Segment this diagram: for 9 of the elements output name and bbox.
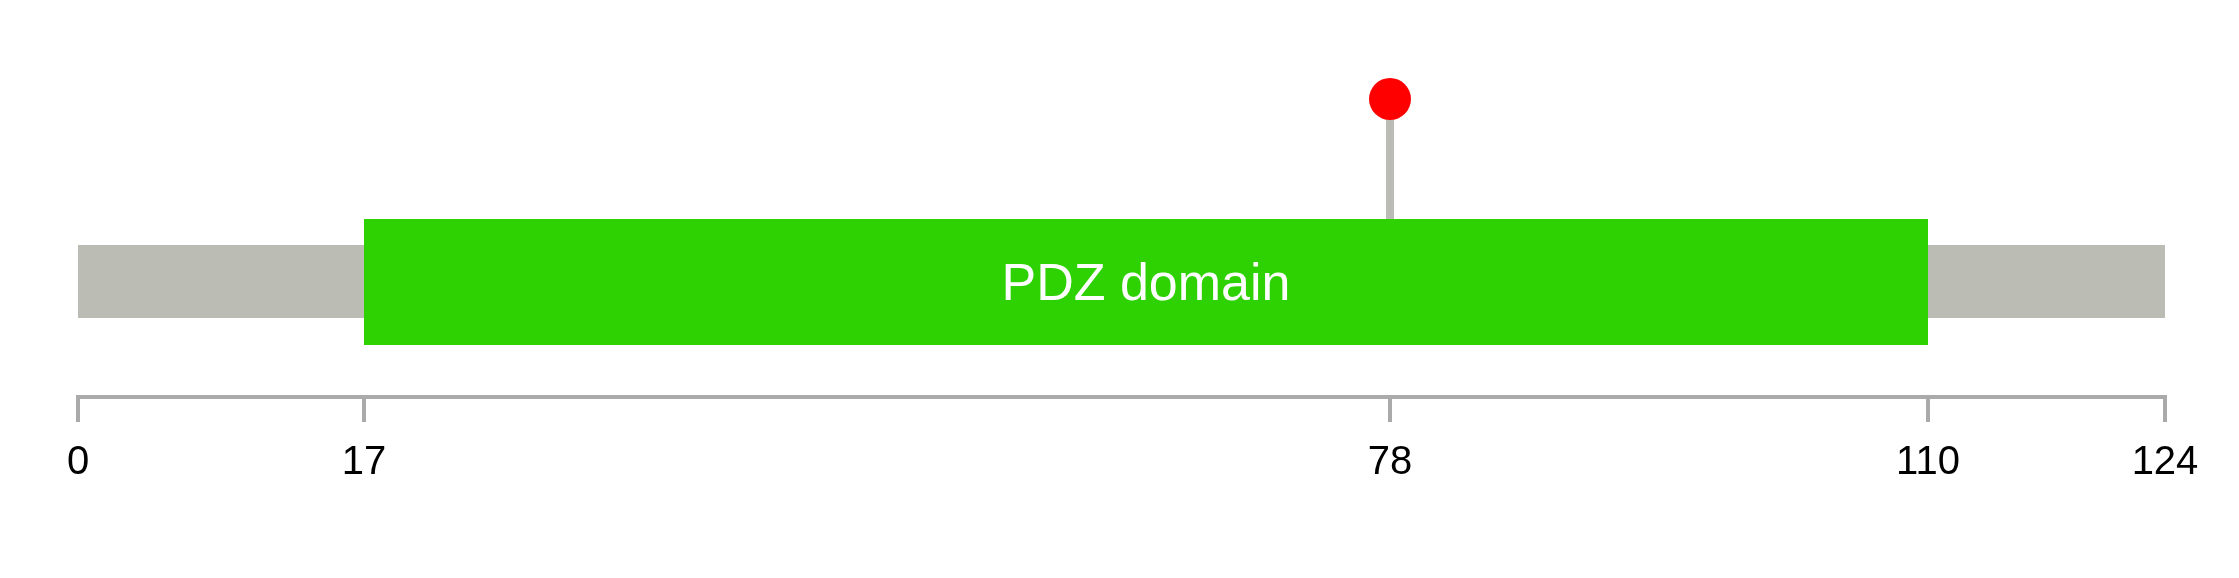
mutation-circle xyxy=(1369,78,1411,120)
lollipop-stem xyxy=(1386,120,1394,219)
tick-label: 124 xyxy=(2131,440,2199,480)
domain-box xyxy=(364,219,1928,345)
tick-label: 17 xyxy=(341,440,387,480)
tick-label: 78 xyxy=(1367,440,1413,480)
tick-label: 0 xyxy=(66,440,90,480)
domain-label: PDZ domain xyxy=(1001,252,1291,312)
tick-label: 110 xyxy=(1896,440,1960,480)
